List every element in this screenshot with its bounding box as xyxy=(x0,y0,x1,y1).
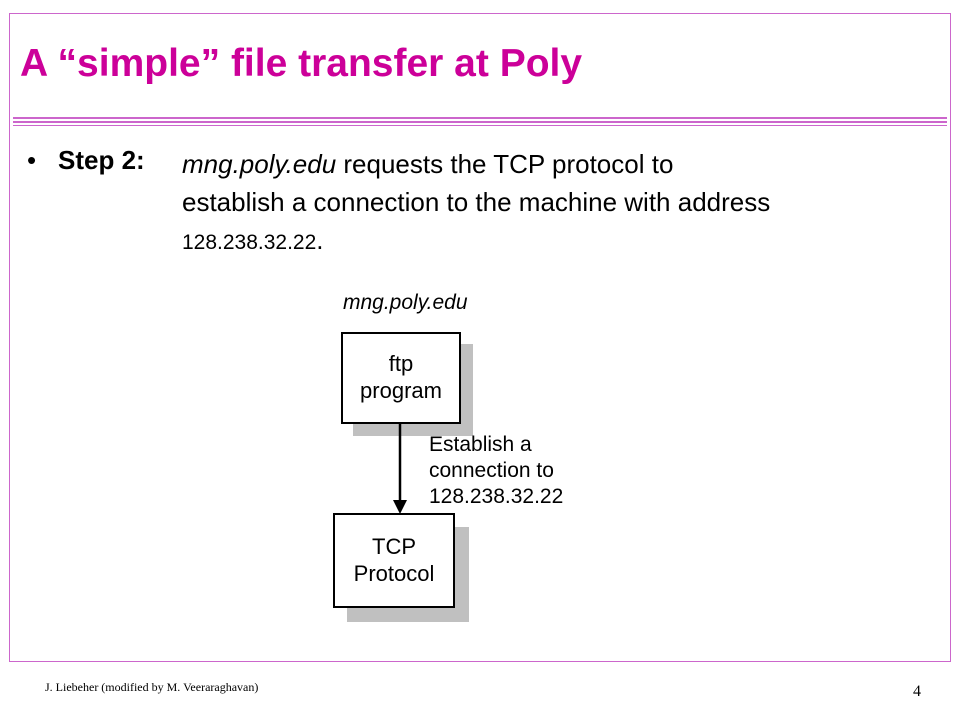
title-underline xyxy=(13,117,947,119)
arrow-label-line-2: connection to xyxy=(429,459,554,482)
step-description: mng.poly.edu requests the TCP protocol t… xyxy=(182,145,942,262)
step-line-2: establish a connection to the machine wi… xyxy=(182,187,771,217)
step-line-3: 128.238.32.22. xyxy=(182,221,942,262)
step-line-1: mng.poly.edu requests the TCP protocol t… xyxy=(182,145,942,183)
diagram-host-label: mng.poly.edu xyxy=(343,291,468,314)
ftp-program-box: ftp program xyxy=(341,332,461,424)
title-underline xyxy=(13,121,947,123)
step-label: Step 2: xyxy=(58,145,145,175)
host-name: mng.poly.edu xyxy=(182,149,337,179)
target-address: 128.238.32.22 xyxy=(182,231,317,254)
step-period: . xyxy=(316,225,324,255)
ftp-box-line-1: ftp xyxy=(388,351,414,376)
step-line-1-rest: requests the TCP protocol to xyxy=(336,149,674,179)
tcp-box-line-2: Protocol xyxy=(353,561,435,586)
slide-title: A “simple” file transfer at Poly xyxy=(20,42,583,85)
ftp-box-line-2: program xyxy=(360,378,442,403)
arrow-label-line-1: Establish a xyxy=(429,433,532,456)
page-number: 4 xyxy=(913,683,921,700)
title-underline xyxy=(13,125,947,126)
tcp-protocol-box: TCP Protocol xyxy=(333,513,455,608)
down-arrow-icon xyxy=(393,424,407,514)
slide-frame xyxy=(9,13,951,662)
tcp-box-line-1: TCP xyxy=(372,534,416,559)
footer-author: J. Liebeher (modified by M. Veeraraghava… xyxy=(45,680,259,694)
arrow-label-line-3: 128.238.32.22 xyxy=(429,485,564,508)
arrow-label: Establish a connection to 128.238.32.22 xyxy=(429,432,563,510)
bullet-dot: • xyxy=(27,145,37,175)
